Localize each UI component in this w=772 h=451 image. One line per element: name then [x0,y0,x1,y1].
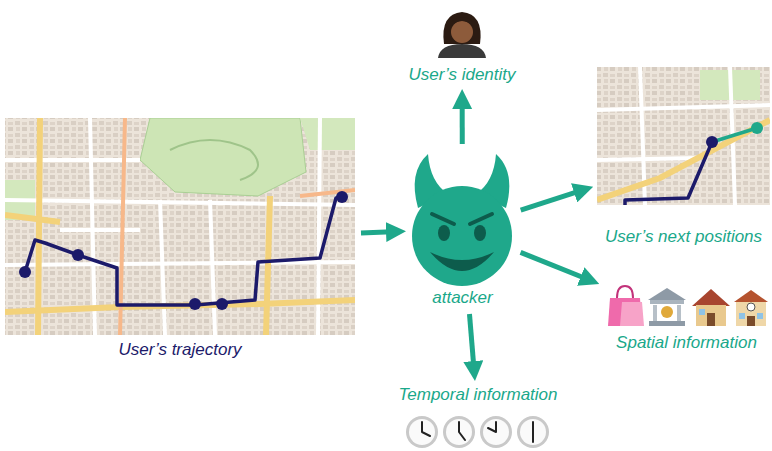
node-caption: Spatial information [603,333,770,353]
diagram-node: Temporal information [395,385,560,451]
diagram-node: User’s trajectory [5,118,355,362]
arrow-connector [460,97,465,144]
diagram-node: User’s next positions [597,67,770,248]
node-caption: User’s identity [392,65,532,85]
arrow-connector [521,189,586,210]
place-icons [608,286,768,326]
node-caption: User’s trajectory [5,340,355,360]
arrow-connector [469,314,474,373]
clock-icons [406,416,549,448]
trajectory-map [5,118,355,335]
next-positions-map [597,67,770,205]
devil-face [412,154,512,286]
diagram-node: attacker [410,150,515,308]
arrow-connector [521,252,592,281]
diagram-node: User’s identity [392,8,532,85]
node-caption: Temporal information [395,385,560,405]
person-icon [438,12,486,58]
diagram-node: Spatial information [603,283,770,355]
arrow-connector [361,232,398,233]
node-caption: attacker [410,288,515,308]
node-caption: User’s next positions [597,227,770,247]
